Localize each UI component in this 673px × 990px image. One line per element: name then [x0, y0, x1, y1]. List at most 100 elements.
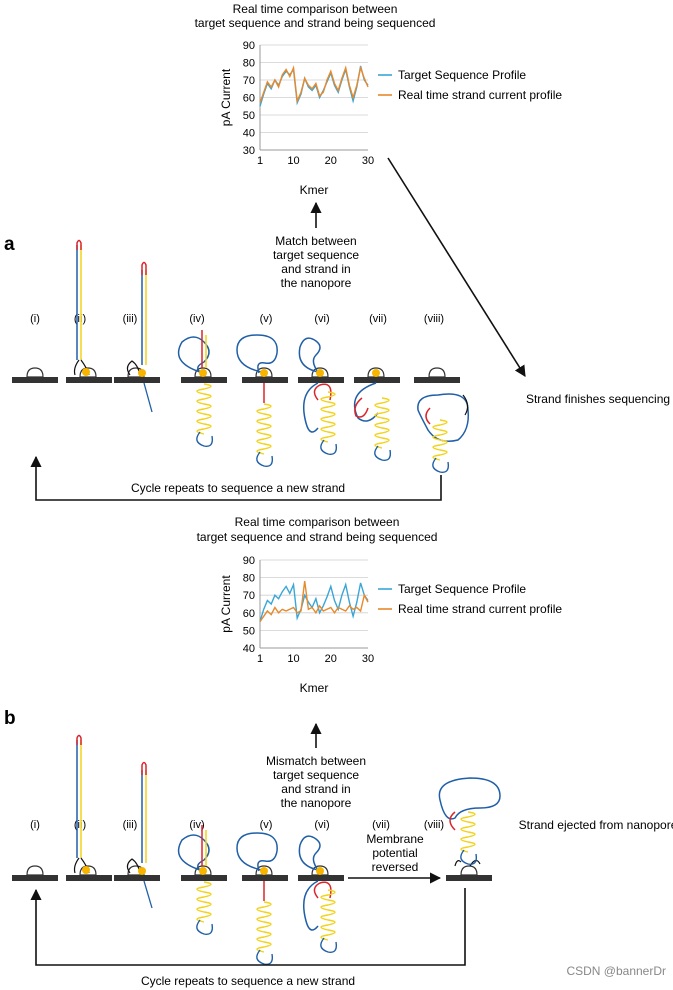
x-tick-label: 10 — [287, 155, 299, 167]
stage-label: (v) — [260, 819, 273, 831]
legend-label: Target Sequence Profile — [398, 582, 526, 596]
y-tick-label: 40 — [243, 643, 255, 655]
motor-protein-icon — [260, 369, 268, 377]
strand-series-line — [259, 65, 369, 104]
motor-protein-icon — [316, 369, 324, 377]
coiled-dna — [374, 397, 390, 449]
y-tick-label: 70 — [243, 75, 255, 87]
membrane — [298, 377, 344, 383]
coiled-dna — [196, 881, 212, 923]
nanopore-icon — [428, 367, 446, 378]
stage-label: (iii) — [123, 313, 138, 325]
motor-protein-icon — [199, 867, 207, 875]
membrane — [181, 377, 227, 383]
legend-label: Real time strand current profile — [398, 602, 562, 616]
target-series-line — [259, 581, 369, 622]
coiled-dna — [432, 419, 448, 461]
stage-label: (viii) — [424, 313, 444, 325]
ejected-label: Strand ejected from nanopore — [519, 818, 673, 832]
x-tick-label: 20 — [325, 653, 337, 665]
dna-tail — [432, 457, 450, 473]
dna-tail — [196, 919, 214, 935]
membrane — [354, 377, 400, 383]
y-axis-label: pA Current — [219, 68, 233, 126]
membrane — [12, 875, 58, 881]
stage-label: (iv) — [189, 313, 204, 325]
match-note-1: Match between — [275, 234, 356, 248]
panel-label-a: a — [4, 234, 15, 255]
y-tick-label: 40 — [243, 128, 255, 140]
finish-arrow — [387, 157, 526, 377]
stage-label: (vii) — [372, 819, 390, 831]
legend-label: Target Sequence Profile — [398, 68, 526, 82]
match-note-3: and strand in — [281, 262, 350, 276]
motor-protein-icon — [82, 368, 90, 376]
nanopore-row-b — [12, 734, 501, 931]
membrane — [242, 875, 288, 881]
membrane — [298, 875, 344, 881]
membrane — [66, 377, 112, 383]
motor-protein-icon — [199, 369, 207, 377]
match-note-2: target sequence — [273, 248, 359, 262]
y-tick-label: 80 — [243, 58, 255, 70]
nanopore-icon — [460, 865, 478, 876]
stage-label: (i) — [30, 819, 40, 831]
y-tick-label: 50 — [243, 625, 255, 637]
y-tick-label: 70 — [243, 590, 255, 602]
stage-label: (vi) — [314, 819, 329, 831]
membrane — [181, 875, 227, 881]
stage-label: (ii) — [74, 313, 86, 325]
finish-label: Strand finishes sequencing — [526, 392, 670, 406]
coiled-dna — [196, 383, 212, 435]
membrane — [242, 377, 288, 383]
y-tick-label: 60 — [243, 608, 255, 620]
bottom-heading-line1: Real time comparison between — [235, 515, 400, 529]
y-tick-label: 90 — [243, 40, 255, 52]
stage-label: (iv) — [189, 819, 204, 831]
y-tick-label: 50 — [243, 110, 255, 122]
x-axis-label: Kmer — [300, 183, 329, 197]
motor-protein-icon — [316, 867, 324, 875]
stage-labels-b: (i) (ii) (iii) (iv) (v) (vi) (vii) (viii… — [30, 819, 444, 831]
motor-protein-icon — [138, 867, 146, 875]
cycle-label-b: Cycle repeats to sequence a new strand — [141, 974, 355, 988]
legend-label: Real time strand current profile — [398, 88, 562, 102]
mismatch-note-1: Mismatch between — [266, 754, 366, 768]
membrane — [114, 875, 160, 881]
bottom-heading-line2: target sequence and strand being sequenc… — [197, 530, 438, 544]
x-tick-label: 20 — [325, 155, 337, 167]
reversal-note-3: reversed — [372, 860, 419, 874]
x-tick-label: 30 — [362, 653, 374, 665]
y-tick-label: 30 — [243, 145, 255, 157]
x-tick-label: 30 — [362, 155, 374, 167]
dna-tail — [374, 445, 392, 461]
y-tick-label: 80 — [243, 573, 255, 585]
motor-protein-icon — [260, 867, 268, 875]
reversal-note-2: potential — [372, 846, 417, 860]
stage-label: (vi) — [314, 313, 329, 325]
y-tick-label: 60 — [243, 93, 255, 105]
top-heading-line2: target sequence and strand being sequenc… — [195, 16, 436, 30]
top-heading-line1: Real time comparison between — [233, 2, 398, 16]
cycle-arrow-b — [30, 888, 466, 966]
y-tick-label: 90 — [243, 555, 255, 567]
motor-protein-icon — [372, 369, 380, 377]
match-note-4: the nanopore — [281, 276, 352, 290]
x-tick-label: 1 — [257, 653, 263, 665]
dna-tail — [320, 439, 338, 455]
coiled-dna — [460, 811, 476, 853]
coiled-dna — [320, 391, 336, 443]
membrane — [12, 377, 58, 383]
nanopore-row-a — [12, 239, 470, 442]
dna-tail — [196, 431, 214, 447]
nanopore-icon — [26, 367, 44, 378]
stage-label: (vii) — [369, 313, 387, 325]
stage-label: (ii) — [74, 819, 86, 831]
dna-tail — [256, 949, 274, 965]
stage-label: (iii) — [123, 819, 138, 831]
stage-label: (v) — [260, 313, 273, 325]
cycle-arrow-a — [30, 455, 442, 501]
stage-label: (viii) — [424, 819, 444, 831]
dna-tail — [320, 937, 338, 953]
